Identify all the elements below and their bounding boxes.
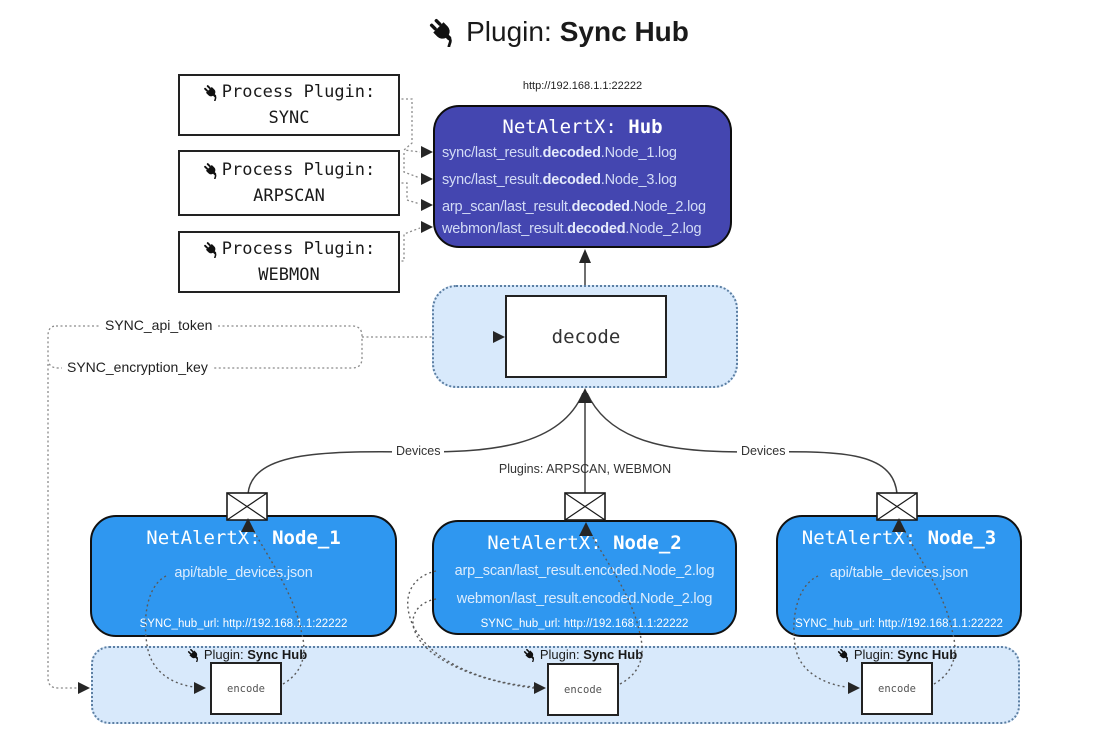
process-plugin-sync: Process Plugin: SYNC: [178, 74, 400, 136]
hub-log-line: sync/last_result.decoded.Node_1.log: [442, 145, 677, 161]
encoder-label-2: Plugin: Sync Hub: [498, 647, 668, 662]
encoder-label-1: Plugin: Sync Hub: [162, 647, 332, 662]
node-hub-url: SYNC_hub_url: http://192.168.1.1:22222: [139, 618, 348, 630]
plug-icon: [203, 84, 220, 101]
arrowhead: [78, 682, 90, 694]
hub-log-line: webmon/last_result.decoded.Node_2.log: [442, 221, 702, 237]
encode-box-1: encode: [210, 662, 282, 715]
arrowhead: [578, 388, 592, 403]
arrowhead: [421, 199, 433, 211]
plug-icon: [523, 648, 537, 662]
node-file: webmon/last_result.encoded.Node_2.log: [456, 591, 713, 607]
edge-sync-to-hub-2: [403, 153, 421, 179]
process-plugin-name: SYNC: [268, 108, 310, 128]
devices-label-left: Devices: [392, 444, 445, 458]
plugins-label-center: Plugins: ARPSCAN, WEBMON: [498, 462, 672, 476]
process-plugin-label: Process Plugin:: [221, 239, 376, 259]
plug-icon: [203, 241, 220, 258]
encoder-label-3: Plugin: Sync Hub: [812, 647, 982, 662]
plug-icon: [203, 162, 220, 179]
node-title: NetAlertX: Node_1: [146, 527, 341, 549]
plug-icon: [837, 648, 851, 662]
title-bold: Sync Hub: [559, 16, 689, 47]
encode-label: encode: [878, 682, 916, 695]
hub-title: NetAlertX: Hub: [435, 116, 730, 138]
edge-arpscan-to-hub: [397, 182, 421, 205]
process-plugin-arpscan: Process Plugin: ARPSCAN: [178, 150, 400, 216]
node-file: arp_scan/last_result.encoded.Node_2.log: [454, 563, 715, 579]
edge-webmon-to-hub: [397, 227, 421, 262]
node-3: NetAlertX: Node_3 api/table_devices.json…: [776, 515, 1022, 637]
hub-title-bold: Hub: [628, 116, 663, 138]
arrowhead: [421, 173, 433, 185]
node-file: api/table_devices.json: [829, 565, 969, 581]
edge-sync-to-hub: [397, 98, 421, 153]
process-plugin-label: Process Plugin:: [221, 82, 376, 102]
process-plugin-label: Process Plugin:: [221, 160, 376, 180]
sync-encryption-key-label: SYNC_encryption_key: [62, 359, 213, 375]
node-title: NetAlertX: Node_3: [801, 527, 997, 549]
node-hub-url: SYNC_hub_url: http://192.168.1.1:22222: [795, 618, 1003, 630]
encode-box-2: encode: [547, 663, 619, 716]
keys-to-band: [47, 364, 78, 689]
plug-icon: [428, 17, 458, 47]
process-plugin-webmon: Process Plugin: WEBMON: [178, 231, 400, 293]
encode-label: encode: [227, 682, 265, 695]
process-plugin-name: WEBMON: [258, 265, 320, 285]
arrowhead: [421, 146, 433, 158]
hub-log-line: sync/last_result.decoded.Node_3.log: [442, 172, 677, 188]
arrowhead: [421, 221, 433, 233]
arrowhead: [579, 249, 591, 263]
decode-label: decode: [551, 325, 621, 348]
title-prefix: Plugin:: [466, 16, 552, 47]
node-title: NetAlertX: Node_2: [487, 532, 682, 554]
node-file: api/table_devices.json: [174, 565, 313, 581]
devices-label-right: Devices: [737, 444, 790, 458]
sync-api-token-label: SYNC_api_token: [100, 317, 218, 333]
plug-icon: [187, 648, 201, 662]
decode-box: decode: [505, 295, 667, 378]
hub-url: http://192.168.1.1:22222: [522, 80, 643, 92]
hub-node: NetAlertX: Hub sync/last_result.decoded.…: [433, 105, 732, 248]
diagram-title: Plugin: Sync Hub: [0, 16, 1117, 48]
node-2: NetAlertX: Node_2 arp_scan/last_result.e…: [432, 520, 737, 635]
process-plugin-name: ARPSCAN: [253, 186, 325, 206]
encode-box-3: encode: [861, 662, 933, 715]
hub-title-prefix: NetAlertX:: [502, 116, 629, 138]
encode-label: encode: [564, 683, 602, 696]
envelope-icon: [564, 492, 606, 521]
node-hub-url: SYNC_hub_url: http://192.168.1.1:22222: [480, 618, 689, 630]
node-1: NetAlertX: Node_1 api/table_devices.json…: [90, 515, 397, 637]
hub-log-line: arp_scan/last_result.decoded.Node_2.log: [442, 199, 706, 215]
